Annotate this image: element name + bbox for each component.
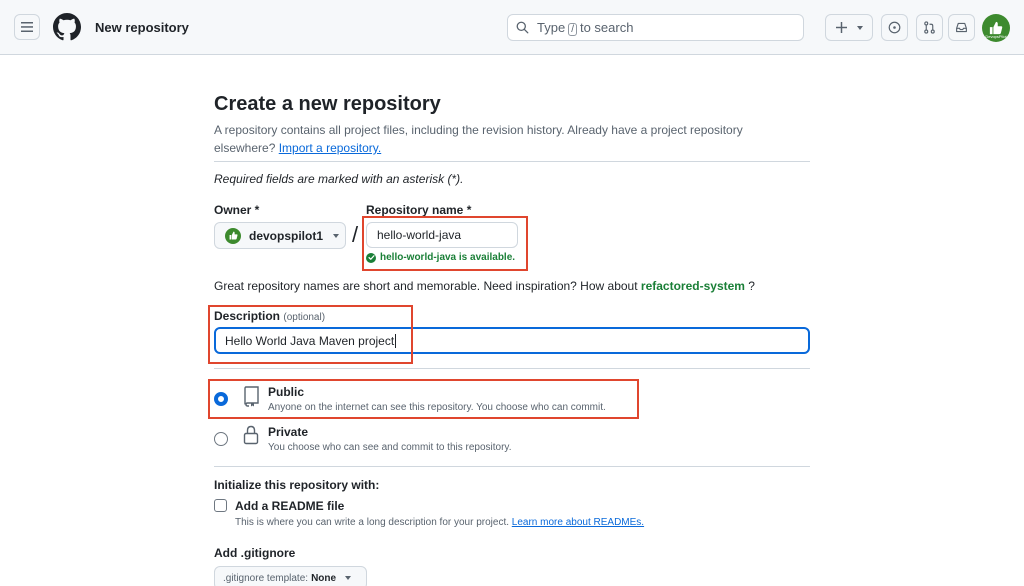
description-input[interactable]: Hello World Java Maven project [214, 327, 810, 354]
repository-name-input[interactable]: hello-world-java [366, 222, 518, 248]
chevron-down-icon [345, 576, 352, 580]
readme-checkbox[interactable] [214, 499, 227, 512]
intro-text: A repository contains all project files,… [214, 123, 743, 155]
import-repository-link[interactable]: Import a repository. [278, 141, 382, 155]
search-icon [516, 21, 529, 34]
pull-requests-button[interactable] [916, 14, 943, 41]
owner-label: Owner * [214, 203, 260, 217]
private-description: You choose who can see and commit to thi… [268, 442, 512, 453]
git-pull-request-icon [924, 21, 935, 34]
thumbs-up-icon [229, 231, 238, 240]
github-logo-icon[interactable] [53, 13, 81, 41]
owner-select[interactable]: devopspilot1 [214, 222, 346, 249]
owner-repo-separator: / [352, 222, 359, 247]
divider [214, 368, 810, 369]
private-radio[interactable] [214, 432, 228, 446]
gitignore-template-select[interactable]: .gitignore template: None [214, 566, 367, 586]
menu-button[interactable] [14, 14, 40, 40]
text-cursor [395, 333, 397, 348]
plus-icon [835, 22, 847, 33]
private-title: Private [268, 425, 309, 439]
chevron-down-icon [856, 25, 863, 30]
repository-name-label: Repository name * [366, 203, 472, 217]
learn-more-readmes-link[interactable]: Learn more about READMEs. [511, 517, 645, 528]
description-label: Description (optional) [214, 309, 326, 323]
user-avatar[interactable]: DevopsPilot [982, 14, 1010, 42]
public-title: Public [268, 385, 305, 399]
divider [214, 466, 810, 467]
readme-label: Add a README file [235, 499, 345, 513]
repo-icon [244, 386, 259, 407]
slash-key: / [568, 22, 577, 36]
gitignore-title: Add .gitignore [214, 546, 296, 560]
owner-avatar [225, 227, 241, 244]
description-value: Hello World Java Maven project [225, 333, 395, 348]
optional-tag: (optional) [283, 312, 326, 323]
app-header: New repository Type/to search [0, 0, 1024, 55]
name-suggestion-hint: Great repository names are short and mem… [214, 279, 755, 293]
lock-icon [243, 425, 259, 445]
hamburger-icon [21, 22, 33, 32]
availability-message: hello-world-java is available. [366, 252, 515, 263]
issues-button[interactable] [881, 14, 908, 41]
inbox-button[interactable] [948, 14, 975, 41]
suggested-name[interactable]: refactored-system [640, 279, 745, 293]
inbox-icon [956, 22, 967, 33]
page-title: Create a new repository [214, 93, 441, 115]
chevron-down-icon [333, 233, 340, 238]
header-page-title: New repository [95, 20, 189, 35]
initialize-title: Initialize this repository with: [214, 478, 380, 492]
gitignore-value: None [311, 572, 337, 584]
public-radio[interactable] [214, 392, 228, 406]
readme-description: This is where you can write a long descr… [235, 517, 645, 528]
search-input[interactable]: Type/to search [507, 14, 804, 41]
owner-value: devopspilot1 [249, 228, 324, 243]
divider [214, 161, 810, 162]
public-description: Anyone on the internet can see this repo… [268, 402, 606, 413]
check-circle-icon [366, 252, 376, 263]
issue-opened-icon [888, 21, 901, 34]
thumbs-up-icon [989, 21, 1003, 35]
required-fields-note: Required fields are marked with an aster… [214, 172, 464, 186]
create-new-button[interactable] [825, 14, 873, 41]
avatar-label: DevopsPilot [985, 34, 1007, 39]
search-placeholder: Type/to search [537, 19, 634, 36]
